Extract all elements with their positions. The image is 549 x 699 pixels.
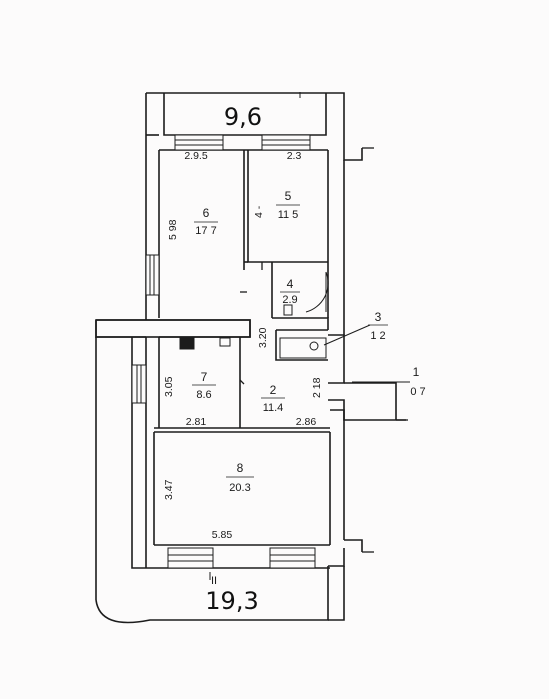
stove [179, 337, 195, 350]
room-6: 6 17 7 [194, 206, 218, 237]
room-2: 2 11.4 [261, 383, 285, 414]
room-8: 8 20.3 [226, 461, 254, 494]
bathtub [279, 337, 327, 359]
window-top-left [174, 134, 224, 151]
door-swing-bathroom [305, 271, 329, 313]
room-area: 8.6 [196, 389, 211, 401]
room-number: 7 [201, 370, 208, 384]
room-number: 3 [375, 310, 382, 324]
dim-top-right: 2.3 [287, 150, 302, 162]
room-area: 17 7 [195, 225, 216, 237]
room-area: 1 2 [370, 330, 385, 342]
room-4: 4 2.9 [280, 277, 300, 306]
dimensions: 2.9.5 2.3 5 98 4 - 3.05 3.20 2 18 2.81 2… [163, 150, 323, 541]
room-number: 1 [413, 365, 420, 379]
room-number: 8 [237, 461, 244, 475]
dim-585: 5.85 [212, 529, 233, 541]
toilet [283, 304, 293, 316]
room-1: 1 0 7 [410, 365, 425, 398]
room-number: 2 [270, 383, 277, 397]
walls [95, 92, 406, 624]
windows [131, 134, 316, 569]
window-left-7 [131, 364, 147, 404]
fixtures [179, 92, 410, 580]
room-area: 2.9 [282, 294, 297, 306]
dim-286: 2.86 [296, 416, 317, 428]
window-top-right [261, 134, 311, 151]
leader-room-3 [323, 324, 371, 346]
window-left-6 [145, 254, 160, 296]
dim-305: 3.05 [163, 376, 175, 397]
bottom-width-label: 19,3 [205, 587, 258, 615]
room-area: 11 5 [278, 209, 299, 221]
room-area: 0 7 [410, 386, 425, 398]
room-number: 6 [203, 206, 210, 220]
cross-wall [95, 319, 251, 338]
dim-top-left: 2.9.5 [184, 150, 208, 162]
room-area: 20.3 [229, 482, 250, 494]
room-3: 3 1 2 [368, 310, 388, 342]
room-7: 7 8.6 [192, 370, 216, 401]
section-mark: II [211, 575, 217, 587]
room-number: 4 [287, 277, 294, 291]
dim-281: 2.81 [186, 416, 207, 428]
window-bottom-right [269, 547, 316, 569]
room-area: 11.4 [263, 402, 284, 414]
window-bottom-left [167, 547, 214, 569]
room-number: 5 [285, 189, 292, 203]
dim-347: 3.47 [163, 479, 175, 500]
dim-41: 4 - [253, 205, 265, 218]
room-5: 5 11 5 [276, 189, 300, 221]
top-width-label: 9,6 [224, 103, 262, 131]
dim-598: 5 98 [167, 219, 179, 240]
sink [309, 341, 319, 351]
dim-218: 2 18 [311, 377, 323, 398]
dim-320: 3.20 [257, 327, 269, 348]
kitchen-sink [219, 337, 231, 347]
